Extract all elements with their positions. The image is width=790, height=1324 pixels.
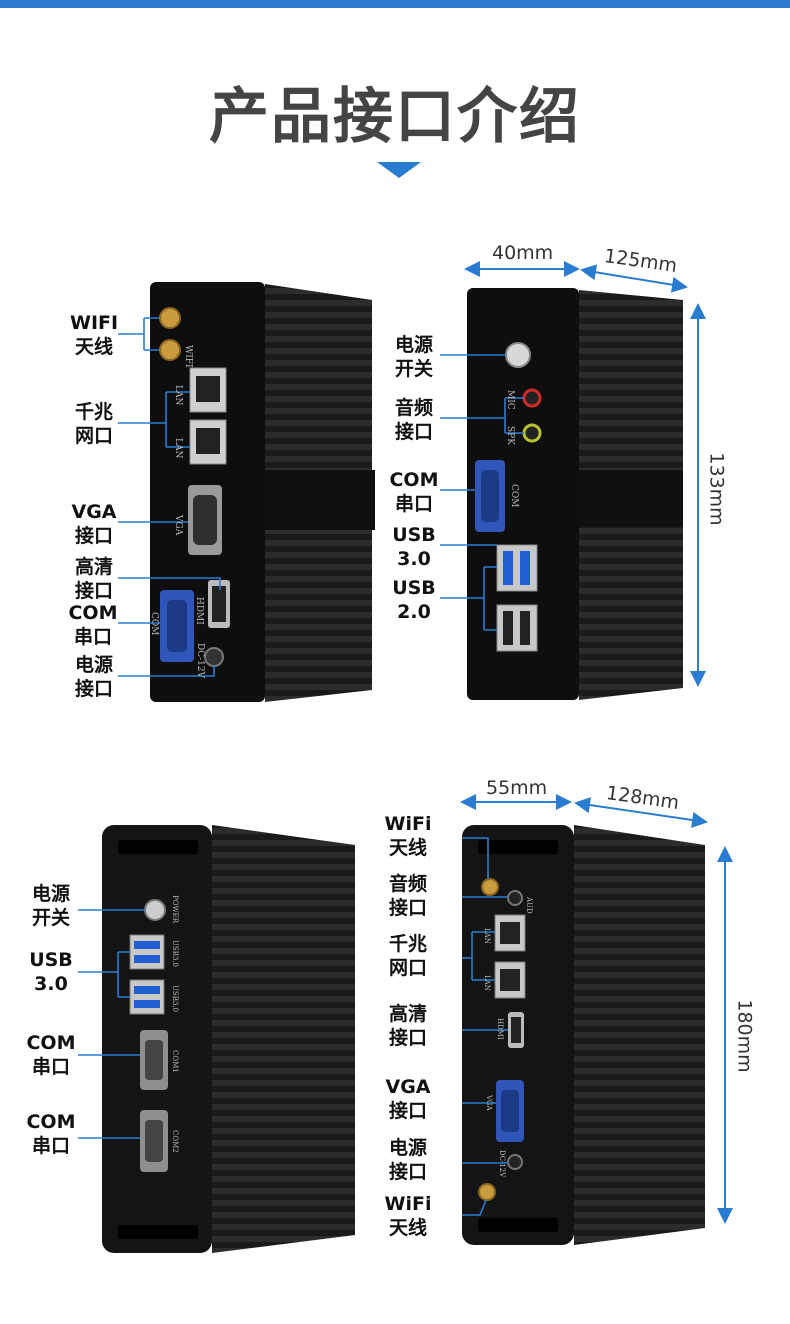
silk-usb2: USB3.0 (171, 985, 179, 1012)
silk-power: POWER (171, 895, 179, 924)
silk-lan1: LAN (173, 385, 183, 405)
callout-lines (78, 317, 524, 1216)
silk-lan2: LAN (173, 438, 183, 458)
label-audio-bottom: 音频接口 (388, 873, 427, 919)
top-accent-bar (0, 0, 790, 8)
wifi-antenna-icon (159, 339, 181, 361)
silk-hdmi: HDMI (194, 597, 204, 625)
label-gigabit-lan: 千兆网口 (74, 401, 113, 447)
label-hdmi: 高清接口 (74, 556, 113, 602)
dc-jack-icon (204, 647, 224, 667)
dim-height-top: 133mm (705, 452, 728, 526)
dim-height-bottom: 180mm (733, 999, 756, 1073)
label-hdmi-bottom: 高清接口 (388, 1003, 427, 1049)
label-power-switch: 电源开关 (394, 334, 433, 380)
page-title: 产品接口介绍 (209, 82, 581, 152)
dimension-arrows (460, 261, 733, 1224)
title-chevron-down-icon (377, 162, 421, 178)
usb3-port-icon (129, 979, 165, 1015)
power-button-icon (505, 342, 531, 368)
silk-lan3: LAN (483, 928, 491, 944)
silk-usb1: USB3.0 (171, 940, 179, 967)
silk-vga: VGA (173, 514, 183, 536)
silk-com-r: COM (509, 484, 519, 507)
speaker-jack-icon (522, 423, 542, 443)
mic-jack-icon (522, 388, 542, 408)
silk-mic: MIC (505, 390, 515, 410)
label-power-switch-bottom: 电源开关 (31, 883, 70, 929)
dim-width-top: 40mm (492, 242, 554, 264)
dim-width-bottom: 55mm (486, 777, 548, 799)
silk-dc: DC-12V (195, 643, 205, 679)
wifi-antenna-icon (159, 307, 181, 329)
audio-jack-icon (507, 890, 523, 906)
silk-hdmi-b: HDMI (496, 1018, 504, 1040)
silk-vga-b: VGA (485, 1094, 493, 1112)
wifi-antenna-icon (478, 1183, 496, 1201)
label-audio: 音频接口 (394, 397, 433, 443)
power-button-icon (144, 899, 166, 921)
silk-com: COM (149, 612, 159, 635)
label-dc-power: 电源接口 (74, 654, 113, 700)
device-bottom-right (462, 825, 705, 1245)
silk-com1: COM1 (171, 1050, 179, 1073)
device-top-right (467, 288, 683, 700)
dc-jack-icon (507, 1154, 523, 1170)
silk-com2: COM2 (171, 1130, 179, 1153)
wifi-antenna-icon (481, 878, 499, 896)
silk-lan4: LAN (483, 975, 491, 991)
port-silkscreen: WIFI LAN LAN VGA HDMI COM DC-12V MIC SPK… (149, 345, 533, 1178)
usb3-port-icon (129, 934, 165, 970)
label-dc-bottom: 电源接口 (388, 1137, 427, 1183)
silk-wifi: WIFI (183, 345, 193, 368)
silk-spk: SPK (505, 426, 515, 445)
silk-dc-b: DC-12V (498, 1150, 506, 1178)
label-lan-bottom: 千兆网口 (388, 933, 427, 979)
device-top-left (150, 282, 375, 702)
device-bottom-left (102, 825, 355, 1253)
silk-aud: AUD (525, 896, 533, 914)
